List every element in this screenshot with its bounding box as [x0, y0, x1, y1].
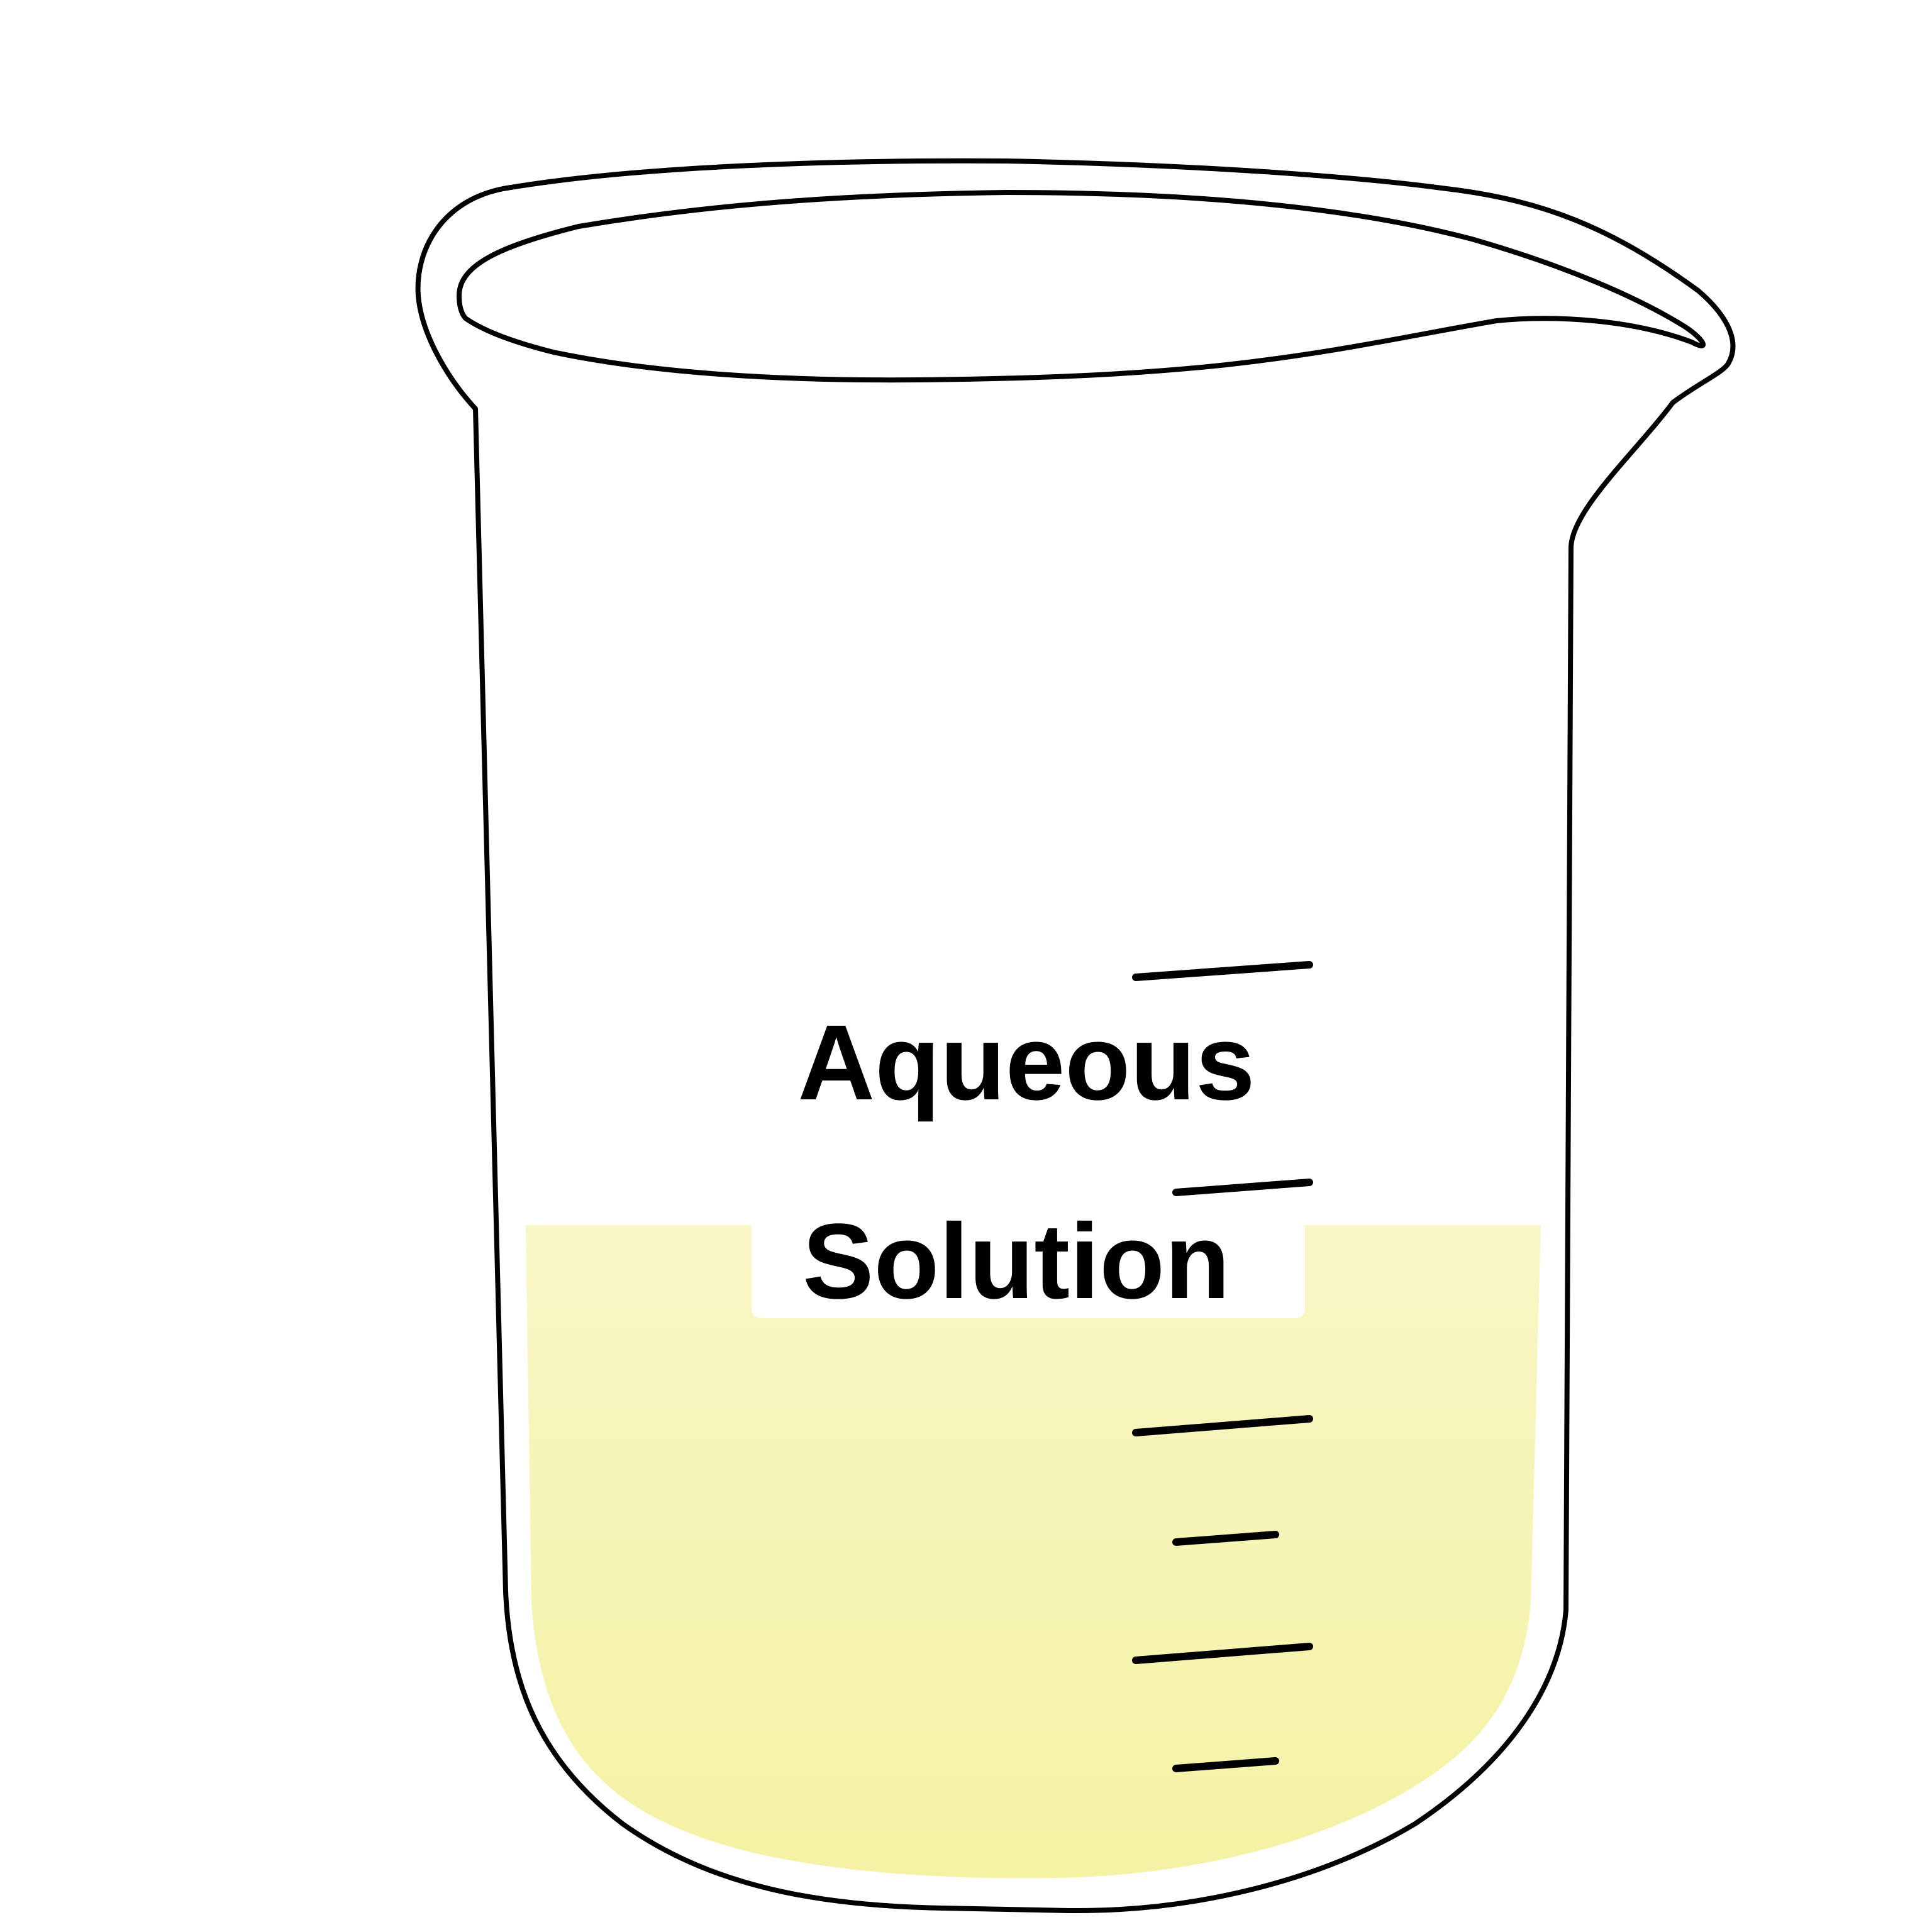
graduation-mark-2: [1172, 1179, 1313, 1196]
graduation-mark-1: [1132, 961, 1313, 981]
label-backdrop: [752, 981, 1305, 1318]
label-line-2: Solution: [802, 1202, 1230, 1321]
graduation-mark-6: [1172, 1757, 1279, 1772]
beaker-rim-inner: [457, 190, 1706, 383]
label-line-1: Aqueous: [797, 1003, 1255, 1123]
graduation-mark-3: [1132, 1415, 1313, 1436]
liquid-fill: [526, 1225, 1541, 1879]
graduation-mark-4: [1172, 1531, 1279, 1546]
graduation-mark-5: [1132, 1643, 1313, 1664]
beaker-outline: [415, 158, 1736, 1914]
